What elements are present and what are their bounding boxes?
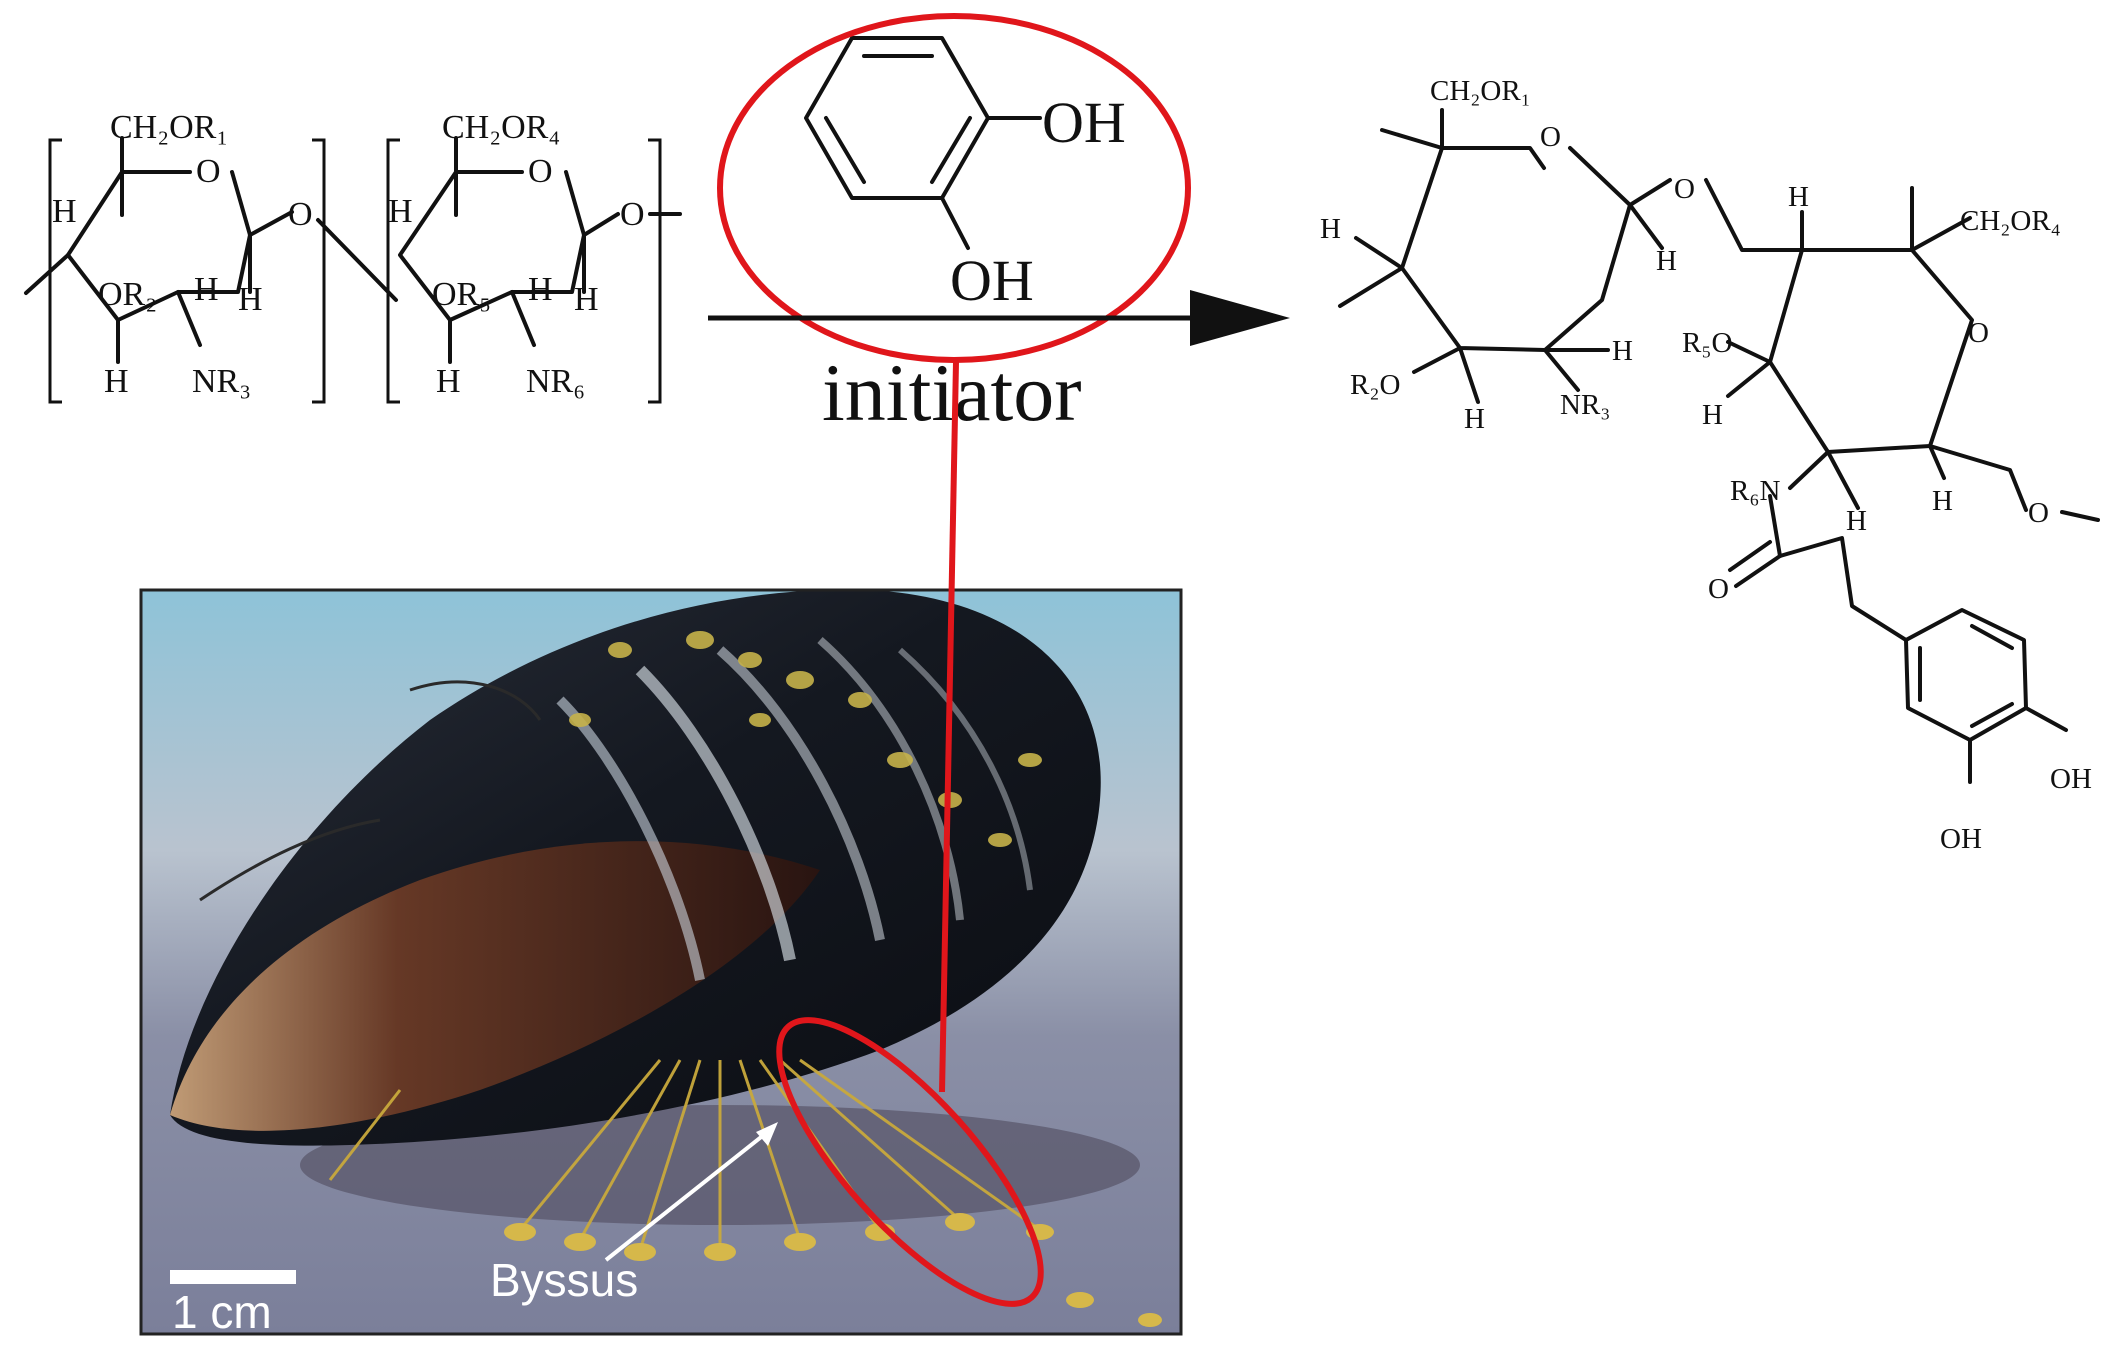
reactant-structure: CH₂OR₁ O H OR₂ H H H NR₃ O CH₂OR₄ O H OR… (24, 109, 682, 404)
unit2-h-bottom: H (436, 363, 461, 400)
scale-bar-label: 1 cm (172, 1286, 272, 1338)
product-nr3: NR₃ (1560, 389, 1610, 421)
catechol-oh-bottom: OH (950, 248, 1034, 313)
unit1-nr-label: NR₃ (192, 363, 251, 400)
unit1-h-top: H (52, 193, 77, 230)
unit2-ring (398, 136, 682, 364)
unit2-ch2or-label: CH₂OR₄ (442, 109, 560, 146)
product-oh-2: OH (1940, 823, 1982, 855)
unit1-or-label: OR₂ (98, 276, 157, 313)
catechol-structure (804, 36, 1042, 250)
unit1-h-bottom: H (104, 363, 129, 400)
product-carbonyl-oxygen: O (1708, 573, 1729, 605)
product-h-left2: H (1702, 399, 1723, 431)
unit1-ch2or-label: CH₂OR₁ (110, 109, 228, 146)
connector-line (939, 361, 959, 1093)
unit1-ring-oxygen: O (196, 153, 221, 190)
catechol-highlight-ellipse (717, 13, 1191, 363)
unit2-nr-label: NR₆ (526, 363, 585, 400)
unit2-bridge-oxygen: O (620, 196, 645, 233)
product-ch2or4: CH₂OR₄ (1960, 205, 2061, 237)
product-h-right2: H (1932, 485, 1953, 517)
unit2-h-mid: H (528, 271, 553, 308)
scale-bar (170, 1270, 296, 1284)
unit2-h-top: H (388, 193, 413, 230)
product-terminal-oxygen: O (2028, 497, 2049, 529)
product-r6n: R₆N (1730, 475, 1780, 507)
product-ch2or1: CH₂OR₁ (1430, 75, 1531, 107)
product-h-mid: H (1656, 245, 1677, 277)
product-r5o: R₅O (1682, 327, 1732, 359)
product-ring-oxygen-1: O (1540, 121, 1561, 153)
reaction-arrow (708, 290, 1290, 346)
photo-frame (139, 588, 1183, 1336)
catechol-oh-top: OH (1042, 90, 1126, 155)
byssus-highlight-ellipse (776, 1017, 1044, 1307)
product-ring-oxygen-2: O (1968, 317, 1989, 349)
product-h-bottom: H (1464, 403, 1485, 435)
product-h-left: H (1320, 213, 1341, 245)
arrow-initiator-label: initiator (822, 347, 1082, 438)
byssus-annotation-label: Byssus (490, 1254, 638, 1306)
product-oh-1: OH (2050, 763, 2092, 795)
product-bridge-oxygen: O (1674, 173, 1695, 205)
unit2-ring-oxygen: O (528, 153, 553, 190)
unit1-ring (24, 136, 294, 364)
unit1-h-mid: H (194, 271, 219, 308)
unit2-h-right: H (574, 281, 599, 318)
product-r2o: R₂O (1350, 369, 1400, 401)
product-structure (1338, 108, 2100, 784)
unit1-bridge-oxygen: O (288, 196, 313, 233)
unit2-or-label: OR₅ (432, 276, 491, 313)
product-h-nr: H (1612, 335, 1633, 367)
mussel-photo: 1 cm Byssus (141, 590, 1181, 1338)
product-h-top2: H (1788, 181, 1809, 213)
product-h-under: H (1846, 505, 1867, 537)
unit1-h-right: H (238, 281, 263, 318)
